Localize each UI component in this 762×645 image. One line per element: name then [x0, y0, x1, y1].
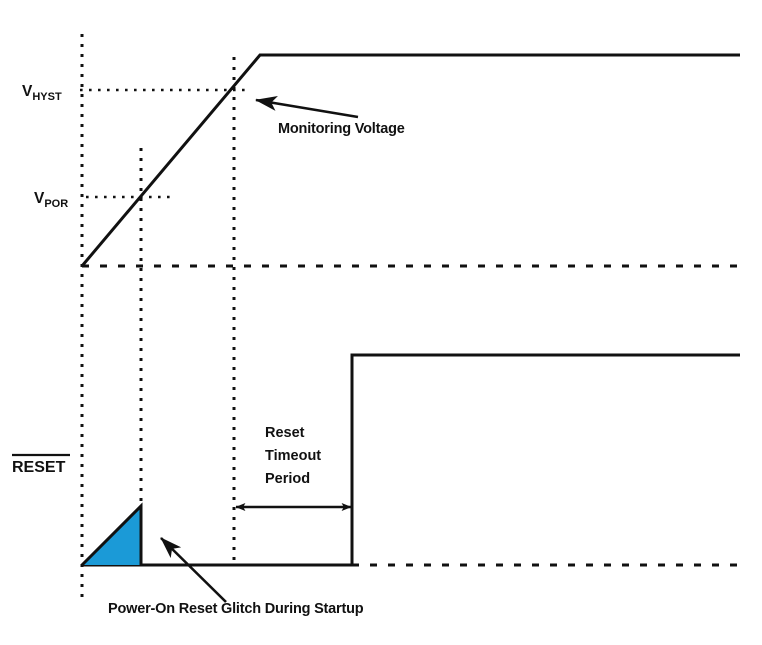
voltage-level-lines — [80, 88, 246, 199]
callout-power-on-reset-glitch-leader — [160, 537, 227, 603]
callout-monitoring-voltage-leader — [255, 96, 359, 119]
measure-reset-timeout-line1: Reset — [265, 425, 305, 441]
monitoring-voltage-trace — [80, 53, 740, 267]
measure-reset-timeout-line3: Period — [265, 471, 310, 487]
vertical-time-markers — [80, 34, 236, 600]
label-reset-text: RESET — [12, 459, 66, 476]
measure-reset-timeout-line2: Timeout — [265, 448, 321, 464]
callout-monitoring-voltage: Monitoring Voltage — [255, 96, 405, 137]
label-v-hyst: VHYST — [22, 83, 62, 103]
label-v-hyst-sub: HYST — [32, 91, 62, 103]
power-on-reset-glitch-outline — [80, 502, 143, 567]
label-v-por-base: V — [34, 190, 45, 207]
callout-power-on-reset-glitch-text: Power-On Reset Glitch During Startup — [108, 601, 364, 617]
label-v-hyst-base: V — [22, 83, 33, 100]
measurement-reset-timeout-period: Reset Timeout Period — [235, 425, 352, 511]
label-reset-signal: RESET — [12, 453, 70, 476]
label-v-por-sub: POR — [44, 198, 68, 210]
callout-power-on-reset-glitch: Power-On Reset Glitch During Startup — [108, 537, 364, 617]
reset-trace — [82, 353, 740, 567]
label-v-por: VPOR — [34, 190, 68, 210]
callout-monitoring-voltage-text: Monitoring Voltage — [278, 121, 405, 137]
